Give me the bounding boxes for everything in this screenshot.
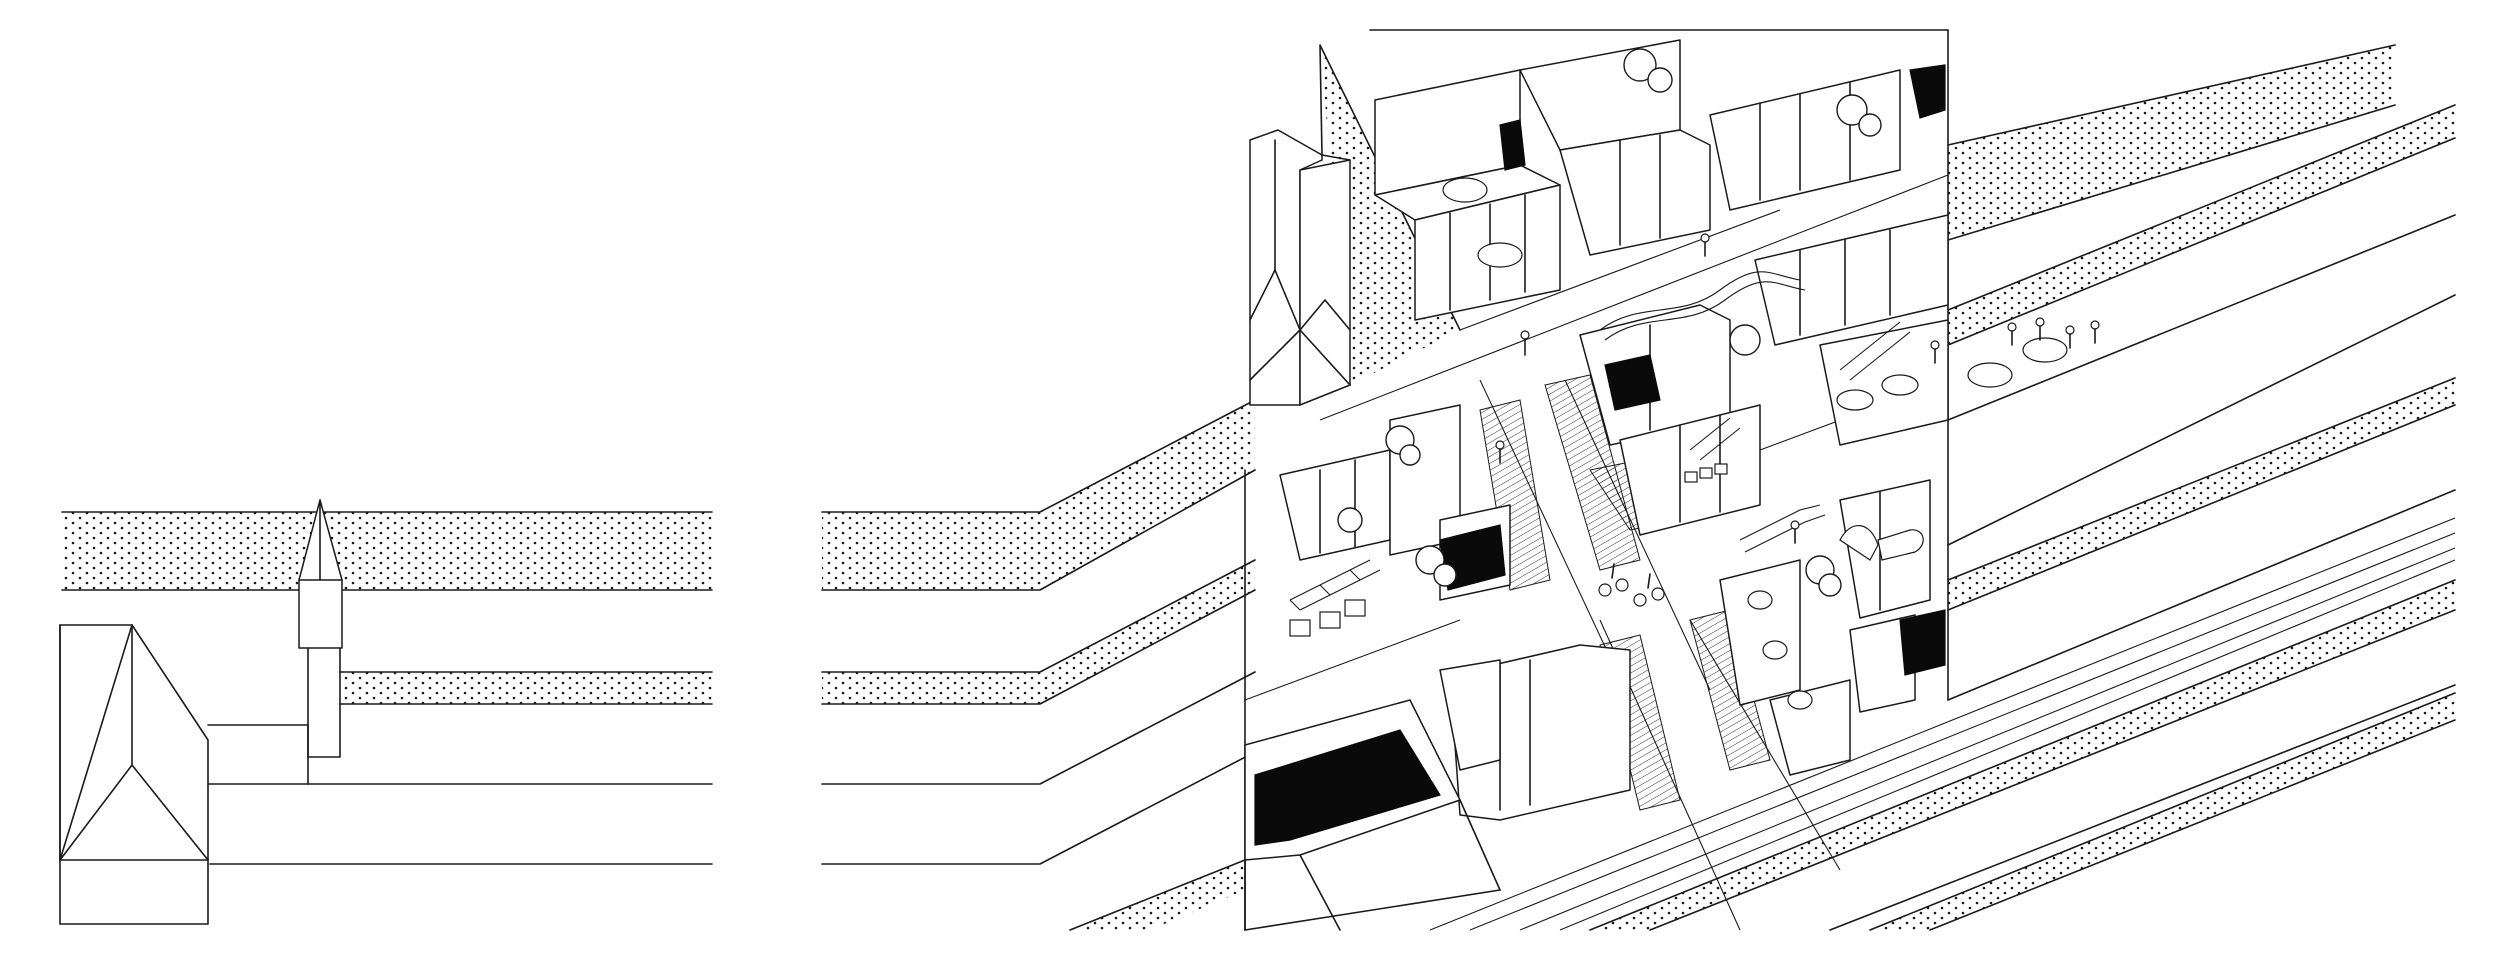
person	[1790, 520, 1800, 544]
diagonal-streets	[1069, 44, 2456, 931]
person	[1700, 233, 1710, 257]
person	[2065, 325, 2075, 349]
tables	[1289, 177, 2068, 710]
dark-roof-volumes	[1244, 64, 1946, 931]
person	[1520, 330, 1530, 356]
church-roof	[59, 624, 309, 925]
staircases	[1289, 321, 1911, 611]
dotted-street-band-top	[62, 512, 712, 590]
person	[1495, 440, 1505, 464]
dotted-street-band-lower	[340, 672, 712, 704]
hatched-paths	[1479, 374, 1771, 811]
axonometric-view-right	[821, 29, 2456, 931]
people	[1495, 233, 2100, 544]
curved-benches	[1599, 271, 1806, 341]
church-spire	[298, 499, 343, 758]
piano	[1839, 525, 1924, 561]
person	[1930, 340, 1940, 364]
trees	[1337, 48, 1882, 597]
person	[2090, 320, 2100, 344]
pavilion-blocks	[1279, 39, 1949, 821]
person	[2035, 317, 2045, 341]
street-stubs	[821, 399, 1256, 865]
person	[2007, 322, 2017, 346]
plan-view-left	[59, 499, 713, 925]
cyclists	[1598, 563, 1665, 607]
railway-lines	[1429, 517, 2456, 931]
